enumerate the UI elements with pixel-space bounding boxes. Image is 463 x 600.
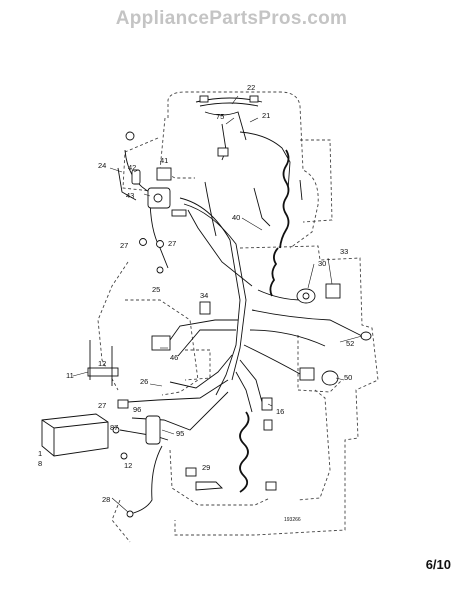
callout-95: 95: [176, 429, 184, 438]
callout-1: 1: [38, 449, 42, 458]
connector-22-left: [199, 95, 209, 103]
callout-25: 25: [152, 285, 160, 294]
connector-29: [185, 467, 197, 477]
tractor-outline: [97, 91, 379, 543]
terminal-12b: [120, 452, 128, 460]
part-42: [131, 169, 141, 185]
callout-27-left: 27: [120, 241, 128, 250]
part-50: [321, 370, 339, 386]
part-41: [156, 167, 172, 181]
callout-21: 21: [262, 111, 270, 120]
callout-96: 96: [133, 405, 141, 414]
callout-8: 8: [38, 459, 42, 468]
nut-27-right: [156, 240, 164, 248]
part-29b: [195, 481, 224, 491]
part-87: [112, 426, 120, 434]
callout-34: 34: [200, 291, 208, 300]
callout-30: 30: [318, 259, 326, 268]
callout-28: 28: [102, 495, 110, 504]
page-number: 6/10: [425, 557, 451, 572]
callout-33: 33: [340, 247, 348, 256]
callout-12-top: 12: [98, 359, 106, 368]
connector-22-right: [249, 95, 259, 103]
connector-50: [299, 367, 315, 381]
wiring-harness: [117, 97, 363, 515]
part-96: [117, 399, 129, 409]
callout-24: 24: [98, 161, 106, 170]
switch-30-knob: [302, 292, 310, 300]
callout-11: 11: [66, 371, 74, 380]
nut-27-left: [139, 238, 147, 246]
callout-22: 22: [247, 83, 255, 92]
callout-labels: 22 75 21 24 42 41 43 40 27 27 33 30 25 3…: [38, 83, 354, 523]
part-95: [145, 415, 161, 445]
battery: [41, 413, 109, 457]
terminal-24: [125, 131, 135, 141]
callout-52: 52: [346, 339, 354, 348]
callout-50: 50: [344, 373, 352, 382]
callout-12-bottom: 12: [124, 461, 132, 470]
callout-42: 42: [128, 163, 136, 172]
switch-34: [199, 301, 211, 315]
connector-16a: [261, 397, 273, 411]
callout-87: 87: [110, 423, 118, 432]
watermark: AppliancePartsPros.com: [115, 8, 348, 29]
fuse-holder: [171, 209, 187, 217]
callout-27-right: 27: [168, 239, 176, 248]
callout-75: 75: [216, 112, 224, 121]
switch-33: [325, 283, 341, 299]
callout-27-bottom: 27: [98, 401, 106, 410]
part-52: [360, 331, 372, 341]
solenoid-post: [153, 193, 163, 203]
part-46: [151, 335, 171, 351]
callout-41: 41: [160, 156, 168, 165]
connector-75: [217, 147, 229, 157]
callout-46: 46: [170, 353, 178, 362]
callout-43: 43: [126, 191, 134, 200]
harness-parts: [41, 95, 372, 518]
drawing-code: 193266: [284, 517, 301, 523]
callout-40: 40: [232, 213, 240, 222]
callout-16: 16: [276, 407, 284, 416]
bracket-11: [87, 367, 119, 377]
callout-29: 29: [202, 463, 210, 472]
connector-16b: [263, 419, 273, 431]
connector-harness-end: [265, 481, 277, 491]
callout-26: 26: [140, 377, 148, 386]
terminal-28: [126, 510, 134, 518]
terminal-25: [156, 266, 164, 274]
callout-leaders: [72, 95, 363, 513]
